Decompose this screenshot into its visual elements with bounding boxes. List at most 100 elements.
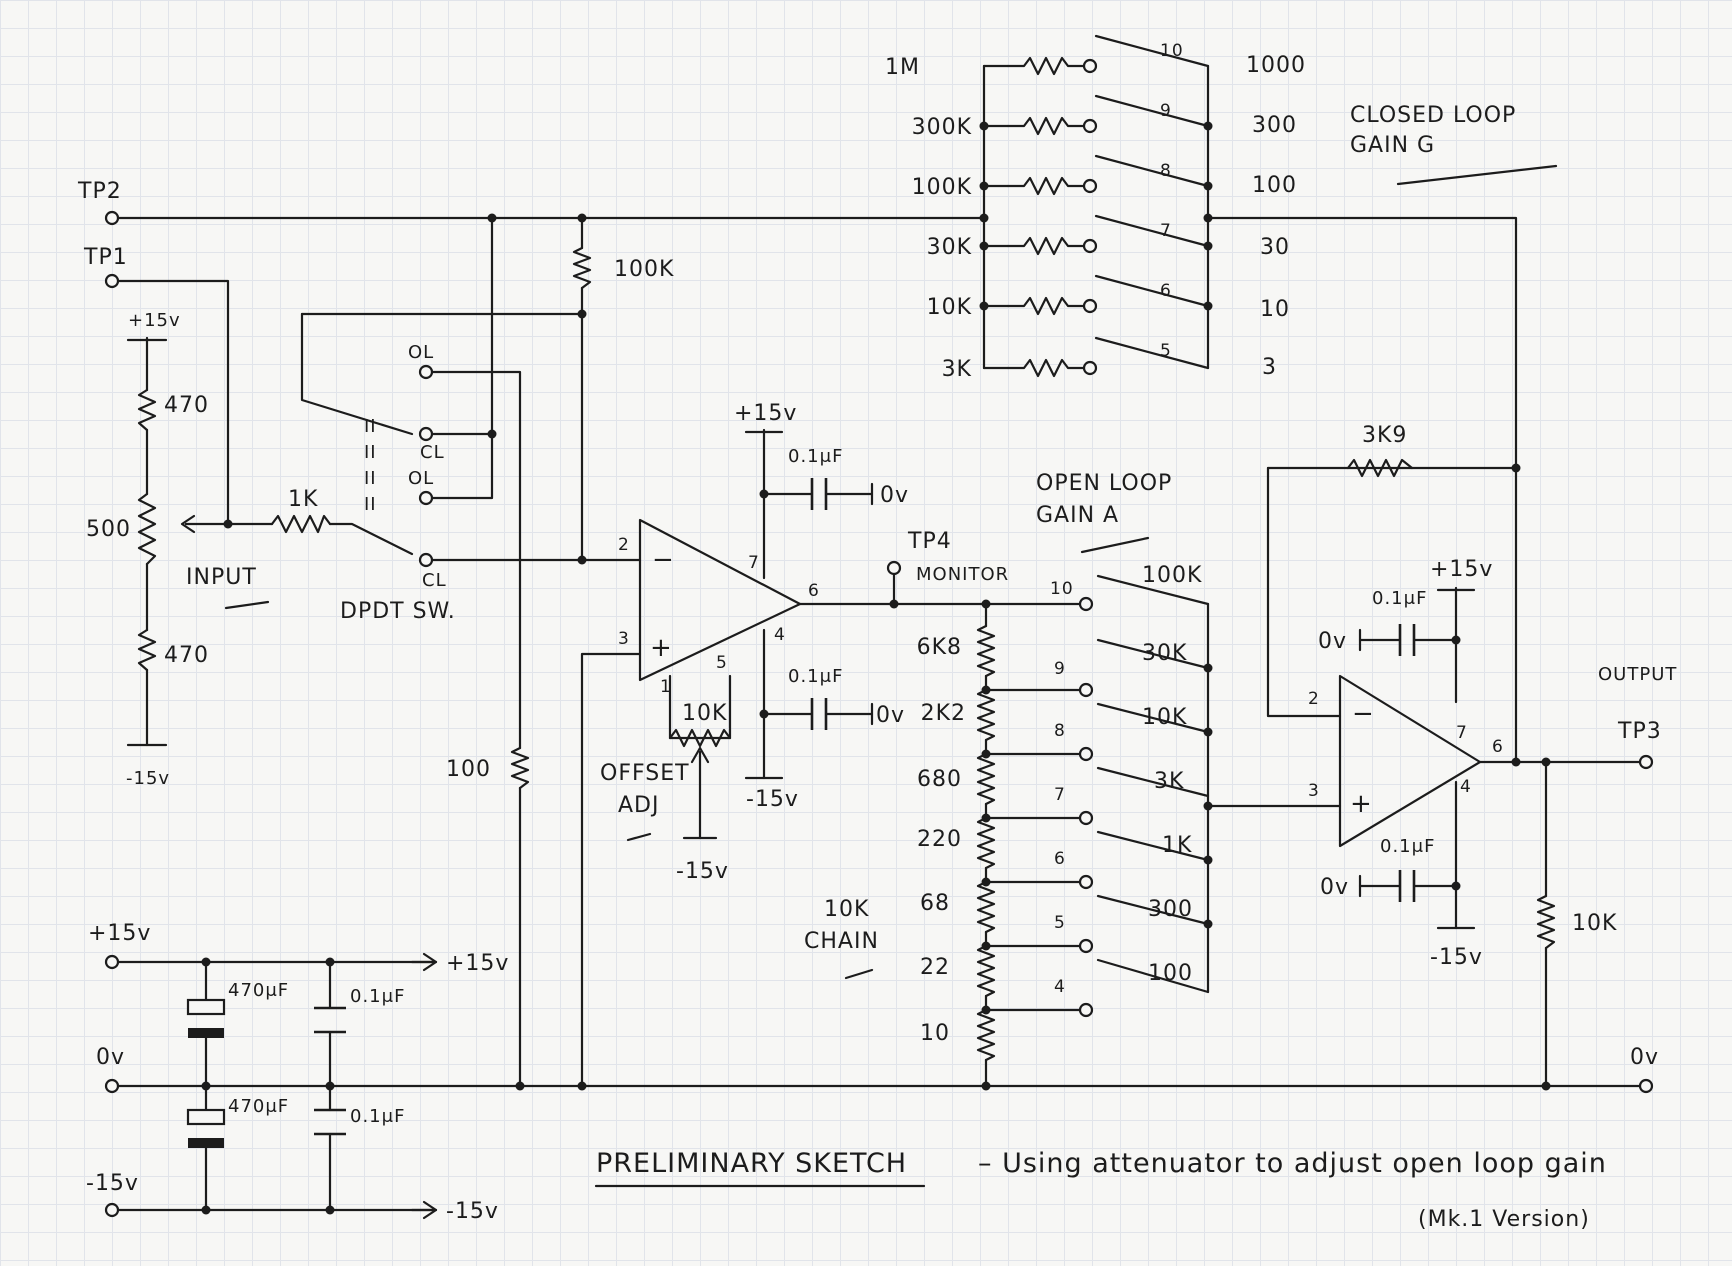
chain-resistor-label: 6K8 bbox=[917, 635, 962, 660]
offset-pot-10k bbox=[668, 728, 732, 748]
opamp1-pin5: 5 bbox=[716, 653, 728, 673]
junction-dots bbox=[201, 121, 1551, 1215]
cl-gain: 100 bbox=[1252, 173, 1297, 198]
chain-resistor-label: 2K2 bbox=[921, 701, 966, 726]
switch-cl-upper: CL bbox=[420, 442, 445, 463]
power-in-pos: +15v bbox=[88, 921, 151, 946]
cl-gain: 30 bbox=[1260, 235, 1290, 260]
resistor-100 bbox=[510, 746, 530, 790]
cl-resistor bbox=[1006, 296, 1088, 316]
wires bbox=[110, 34, 1642, 1212]
opamp1-pin7: 7 bbox=[748, 553, 760, 573]
opamp1-pin3: 3 bbox=[618, 629, 630, 649]
caption-version: (Mk.1 Version) bbox=[1418, 1207, 1590, 1232]
opamp1-vpos: +15v bbox=[734, 401, 797, 426]
opamp2-pin3: 3 bbox=[1308, 781, 1320, 801]
open-loop-title-2: GAIN A bbox=[1036, 503, 1119, 528]
terminals bbox=[104, 58, 1654, 1218]
resistor-470-bottom bbox=[137, 628, 157, 672]
open-loop-resistor-labels: 6K8 2K2 680 220 68 22 10 bbox=[917, 635, 966, 1046]
opamp2-cap-bottom-gnd: 0v bbox=[1320, 875, 1349, 900]
switch-ganged-mark: II bbox=[364, 416, 377, 437]
cl-resistor-label: 30K bbox=[927, 235, 972, 260]
cl-resistor bbox=[1006, 56, 1088, 76]
cl-resistor bbox=[1006, 358, 1088, 378]
ol-position: 4 bbox=[1054, 977, 1066, 997]
power-c3: 470μF bbox=[228, 1096, 289, 1117]
opamp1-cap-top: 0.1μF bbox=[788, 446, 843, 467]
ol-gain: 1K bbox=[1162, 833, 1192, 858]
underlines bbox=[224, 164, 1558, 1188]
cl-gain: 300 bbox=[1252, 113, 1297, 138]
open-loop-gains: 100K 30K 10K 3K 1K 300 100 bbox=[1142, 563, 1202, 986]
caption-text: – Using attenuator to adjust open loop g… bbox=[978, 1148, 1607, 1179]
cl-position: 9 bbox=[1160, 101, 1172, 121]
opamp-1 bbox=[638, 518, 802, 682]
input-pos-supply: +15v bbox=[128, 310, 181, 331]
caption-title: PRELIMINARY SKETCH bbox=[596, 1148, 907, 1179]
ol-gain: 100K bbox=[1142, 563, 1202, 588]
opamp1-cap-top-gnd: 0v bbox=[880, 483, 909, 508]
opamp2-cap-bottom: 0.1μF bbox=[1380, 836, 1435, 857]
power-in-neg: -15v bbox=[86, 1171, 139, 1196]
tp3-label: TP3 bbox=[1617, 719, 1662, 744]
opamp2-pin4: 4 bbox=[1460, 777, 1472, 797]
opamp2-minus: − bbox=[1352, 699, 1375, 729]
resistor-3k9 bbox=[1346, 458, 1414, 478]
closed-loop-title-1: CLOSED LOOP bbox=[1350, 103, 1516, 128]
chain-resistor bbox=[976, 688, 996, 742]
switch-ol-top: OL bbox=[408, 342, 434, 363]
ol-gain: 10K bbox=[1142, 705, 1187, 730]
resistor-1k bbox=[270, 514, 332, 534]
ol-position: 6 bbox=[1054, 849, 1066, 869]
load-resistor-label: 10K bbox=[1572, 911, 1617, 936]
opamp2-cap-top: 0.1μF bbox=[1372, 588, 1427, 609]
chain-resistor-label: 10 bbox=[920, 1021, 950, 1046]
switch-cl-lower: CL bbox=[422, 570, 447, 591]
opamp1-r-feedback: 100K bbox=[614, 257, 674, 282]
opamp1-pin1: 1 bbox=[660, 677, 672, 697]
ol-position: 5 bbox=[1054, 913, 1066, 933]
input-label: INPUT bbox=[186, 565, 257, 590]
closed-loop-resistor-labels: 1M 300K 100K 30K 10K 3K bbox=[885, 55, 972, 382]
r-series-label: 1K bbox=[288, 487, 318, 512]
opamp2-pin2: 2 bbox=[1308, 689, 1320, 709]
opamp1-pin4: 4 bbox=[774, 625, 786, 645]
opamp1-vneg: -15v bbox=[746, 787, 799, 812]
cl-position: 8 bbox=[1160, 161, 1172, 181]
closed-loop-gains: 1000 300 100 30 10 3 bbox=[1246, 53, 1305, 380]
resistor-100k bbox=[572, 246, 592, 290]
potentiometer-500 bbox=[137, 492, 157, 566]
opamp2-cap-top-gnd: 0v bbox=[1318, 629, 1347, 654]
power-c1: 470μF bbox=[228, 980, 289, 1001]
cl-resistor bbox=[1006, 116, 1088, 136]
cl-position: 6 bbox=[1160, 281, 1172, 301]
input-r-top: 470 bbox=[164, 393, 209, 418]
offset-pot-label: 10K bbox=[682, 701, 727, 726]
chain-resistor bbox=[976, 624, 996, 678]
opamp2-vneg: -15v bbox=[1430, 945, 1483, 970]
chain-resistor-label: 68 bbox=[920, 891, 950, 916]
ol-position: 10 bbox=[1050, 579, 1074, 599]
ol-gain: 30K bbox=[1142, 641, 1187, 666]
resistors bbox=[137, 56, 1556, 1062]
cl-resistor-label: 100K bbox=[912, 175, 972, 200]
chain-resistor bbox=[976, 1008, 996, 1062]
cl-gain: 10 bbox=[1260, 297, 1290, 322]
r-shunt-label: 100 bbox=[446, 757, 491, 782]
opamp1-cap-bottom: 0.1μF bbox=[788, 666, 843, 687]
input-pot: 500 bbox=[86, 517, 131, 542]
input-neg-supply: -15v bbox=[126, 768, 170, 789]
arrows bbox=[180, 514, 710, 1220]
opamp2-r-feedback: 3K9 bbox=[1362, 423, 1407, 448]
opamp1-pin2: 2 bbox=[618, 535, 630, 555]
opamp1-pin6: 6 bbox=[808, 581, 820, 601]
opamp2-plus: + bbox=[1350, 789, 1373, 819]
switch-ganged-mark: II bbox=[364, 494, 377, 515]
cl-position: 10 bbox=[1160, 41, 1184, 61]
output-label: OUTPUT bbox=[1598, 664, 1677, 685]
switch-ol-lower: OL bbox=[408, 468, 434, 489]
chain-resistor-label: 22 bbox=[920, 955, 950, 980]
open-loop-positions: 10 9 8 7 6 5 4 bbox=[1050, 579, 1074, 997]
opamp2-pin6: 6 bbox=[1492, 737, 1504, 757]
